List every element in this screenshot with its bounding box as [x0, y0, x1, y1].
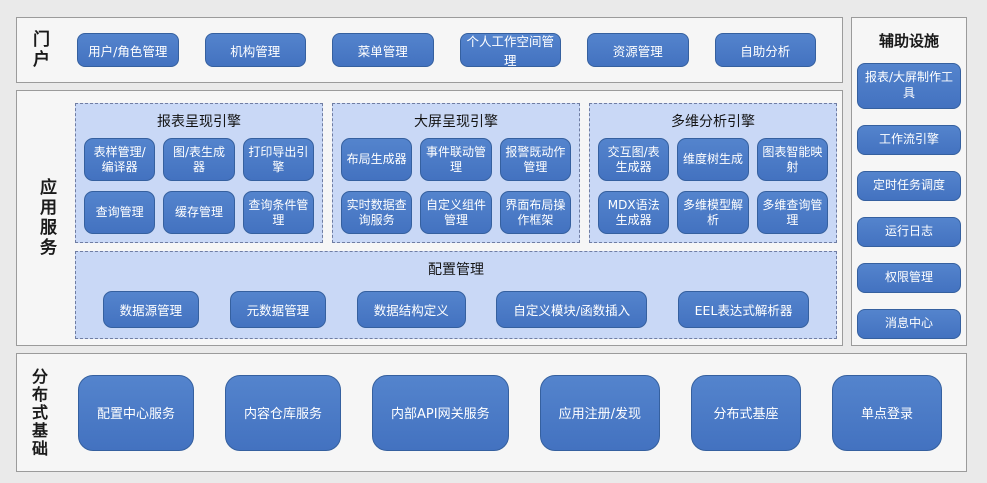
print-export-engine-button[interactable]: 打印导出引擎 [242, 138, 314, 181]
org-management-button[interactable]: 机构管理 [204, 33, 306, 67]
realtime-data-query-service-button[interactable]: 实时数据查询服务 [341, 191, 413, 234]
app-services-section: 应用服务 报表呈现引擎 表样管理/编译器 图/表生成器 打印导出引擎 查询管理 … [16, 90, 843, 346]
menu-management-button[interactable]: 菜单管理 [332, 33, 434, 67]
report-rendering-engine-group: 报表呈现引擎 表样管理/编译器 图/表生成器 打印导出引擎 查询管理 缓存管理 … [75, 103, 323, 243]
chart-table-generator-button[interactable]: 图/表生成器 [163, 138, 235, 181]
portal-section-label: 门户 [29, 30, 49, 70]
multidim-analysis-engine-grid: 交互图/表生成器 维度树生成 图表智能映射 MDX语法生成器 多维模型解析 多维… [598, 138, 828, 234]
data-structure-definition-button[interactable]: 数据结构定义 [356, 291, 466, 328]
multidim-analysis-engine-group: 多维分析引擎 交互图/表生成器 维度树生成 图表智能映射 MDX语法生成器 多维… [589, 103, 837, 243]
eel-expression-parser-button[interactable]: EEL表达式解析器 [677, 291, 810, 328]
portal-section: 门户 用户/角色管理 机构管理 菜单管理 个人工作空间管理 资源管理 自助分析 [16, 17, 843, 83]
report-bigscreen-authoring-tool-button[interactable]: 报表/大屏制作工具 [857, 63, 961, 109]
content-repository-service-button[interactable]: 内容仓库服务 [225, 374, 342, 451]
workflow-engine-button[interactable]: 工作流引擎 [857, 125, 961, 155]
app-services-content: 报表呈现引擎 表样管理/编译器 图/表生成器 打印导出引擎 查询管理 缓存管理 … [75, 103, 837, 339]
resource-management-button[interactable]: 资源管理 [587, 33, 689, 67]
engine-groups-row: 报表呈现引擎 表样管理/编译器 图/表生成器 打印导出引擎 查询管理 缓存管理 … [75, 103, 837, 243]
run-log-button[interactable]: 运行日志 [857, 217, 961, 247]
alarm-action-management-button[interactable]: 报警既动作管理 [499, 138, 571, 181]
bigscreen-rendering-engine-grid: 布局生成器 事件联动管理 报警既动作管理 实时数据查询服务 自定义组件管理 界面… [341, 138, 571, 234]
custom-module-function-insert-button[interactable]: 自定义模块/函数插入 [496, 291, 648, 328]
auxiliary-facilities-title: 辅助设施 [878, 32, 939, 50]
user-role-management-button[interactable]: 用户/角色管理 [77, 33, 179, 67]
auxiliary-facilities-section: 辅助设施 报表/大屏制作工具 工作流引擎 定时任务调度 运行日志 权限管理 消息… [851, 17, 967, 346]
report-style-compiler-button[interactable]: 表样管理/编译器 [84, 138, 156, 181]
metadata-management-button[interactable]: 元数据管理 [229, 291, 327, 328]
portal-button-row: 用户/角色管理 机构管理 菜单管理 个人工作空间管理 资源管理 自助分析 [47, 33, 842, 68]
layout-generator-button[interactable]: 布局生成器 [341, 138, 413, 181]
event-linkage-management-button[interactable]: 事件联动管理 [420, 138, 492, 181]
datasource-management-button[interactable]: 数据源管理 [102, 291, 200, 328]
personal-workspace-management-button[interactable]: 个人工作空间管理 [459, 33, 561, 68]
bigscreen-rendering-engine-title: 大屏呈现引擎 [414, 114, 498, 130]
report-rendering-engine-grid: 表样管理/编译器 图/表生成器 打印导出引擎 查询管理 缓存管理 查询条件管理 [84, 138, 314, 234]
cache-management-button[interactable]: 缓存管理 [163, 191, 235, 234]
distributed-foundation-section: 分布式基础 配置中心服务 内容仓库服务 内部API网关服务 应用注册/发现 分布… [16, 353, 967, 472]
permission-management-button[interactable]: 权限管理 [857, 263, 961, 293]
config-center-service-button[interactable]: 配置中心服务 [78, 374, 195, 451]
query-management-button[interactable]: 查询管理 [84, 191, 156, 234]
distributed-base-button[interactable]: 分布式基座 [691, 374, 801, 451]
custom-component-management-button[interactable]: 自定义组件管理 [420, 191, 492, 234]
config-management-row: 数据源管理 元数据管理 数据结构定义 自定义模块/函数插入 EEL表达式解析器 [86, 286, 826, 333]
report-rendering-engine-title: 报表呈现引擎 [157, 114, 241, 130]
config-management-title: 配置管理 [428, 262, 484, 278]
internal-api-gateway-service-button[interactable]: 内部API网关服务 [372, 374, 509, 451]
single-sign-on-button[interactable]: 单点登录 [832, 374, 942, 451]
query-condition-management-button[interactable]: 查询条件管理 [242, 191, 314, 234]
self-service-analysis-button[interactable]: 自助分析 [714, 33, 816, 67]
multidim-model-parsing-button[interactable]: 多维模型解析 [677, 191, 749, 234]
message-center-button[interactable]: 消息中心 [857, 309, 961, 339]
interactive-chart-generator-button[interactable]: 交互图/表生成器 [598, 138, 670, 181]
bigscreen-rendering-engine-group: 大屏呈现引擎 布局生成器 事件联动管理 报警既动作管理 实时数据查询服务 自定义… [332, 103, 580, 243]
dimension-tree-generation-button[interactable]: 维度树生成 [677, 138, 749, 181]
distributed-foundation-label: 分布式基础 [29, 367, 48, 458]
chart-smart-mapping-button[interactable]: 图表智能映射 [756, 138, 828, 181]
app-registration-discovery-button[interactable]: 应用注册/发现 [539, 374, 660, 451]
distributed-foundation-row: 配置中心服务 内容仓库服务 内部API网关服务 应用注册/发现 分布式基座 单点… [46, 374, 966, 451]
ui-layout-operation-framework-button[interactable]: 界面布局操作框架 [499, 191, 571, 234]
app-services-section-label: 应用服务 [36, 178, 56, 258]
multidim-query-management-button[interactable]: 多维查询管理 [756, 191, 828, 234]
config-management-group: 配置管理 数据源管理 元数据管理 数据结构定义 自定义模块/函数插入 EEL表达… [75, 251, 837, 339]
mdx-syntax-generator-button[interactable]: MDX语法生成器 [598, 191, 670, 234]
scheduled-task-button[interactable]: 定时任务调度 [857, 171, 961, 201]
multidim-analysis-engine-title: 多维分析引擎 [671, 114, 755, 130]
